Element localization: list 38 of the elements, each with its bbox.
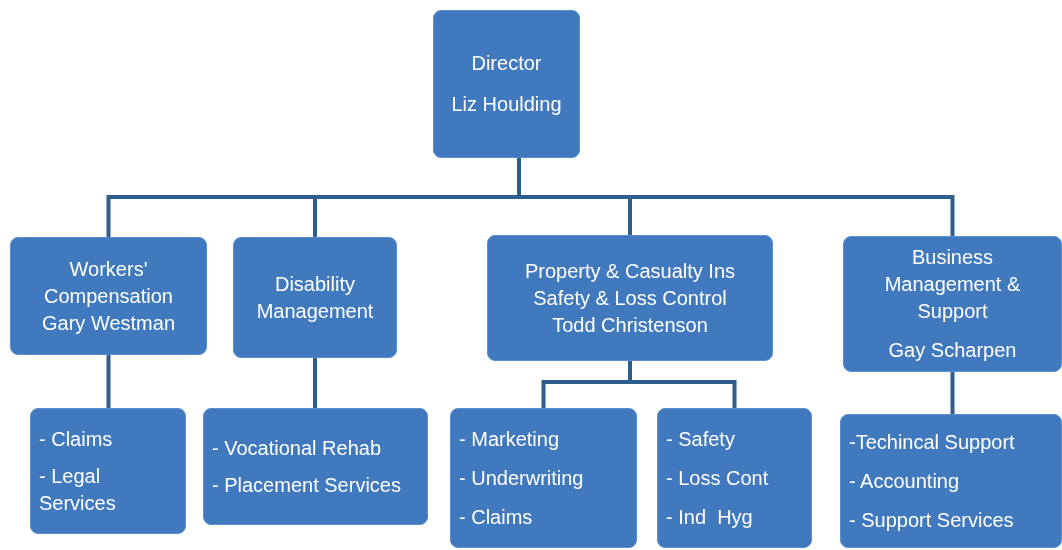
connector-line xyxy=(313,356,317,408)
org-unit-box xyxy=(843,236,1062,372)
list-item: - Ind Hyg xyxy=(666,504,753,530)
list-item: - Marketing xyxy=(459,426,560,452)
list-item: - Claims xyxy=(39,426,113,452)
task-list-box xyxy=(840,414,1062,548)
unit-label: Disability Management xyxy=(255,271,375,324)
unit-label: Todd Christenson xyxy=(552,312,708,338)
connector-line xyxy=(628,361,737,408)
list-item: - Underwriting xyxy=(459,465,584,491)
list-item: - Support Services xyxy=(849,507,1014,533)
org-unit-box xyxy=(10,237,207,355)
connector-line xyxy=(517,158,955,236)
org-unit-box xyxy=(487,235,773,361)
list-item: - Loss Cont xyxy=(666,465,769,491)
org-unit-box xyxy=(433,10,580,158)
unit-label: Gay Scharpen xyxy=(888,338,1017,363)
connector-line xyxy=(950,370,955,414)
unit-label: Workers' Compensation xyxy=(43,256,174,309)
unit-label: Gary Westman xyxy=(42,310,175,336)
list-item: - Vocational Rehab xyxy=(212,435,381,461)
task-list-box xyxy=(450,408,637,548)
list-item: - Accounting xyxy=(849,468,960,494)
list-item: - Claims xyxy=(459,504,533,530)
unit-label: Property & Casualty Ins xyxy=(524,258,736,284)
task-list-box xyxy=(203,408,428,525)
list-item: -Techincal Support xyxy=(849,429,1015,455)
task-list-box xyxy=(30,408,186,534)
task-list-box xyxy=(657,408,812,548)
unit-label: Safety & Loss Control xyxy=(533,285,727,311)
list-item: - Placement Services xyxy=(212,472,401,498)
unit-label: Director xyxy=(471,51,542,76)
connector-line xyxy=(106,353,111,408)
unit-label: Business Management & Support xyxy=(883,245,1022,324)
list-item: - Legal Services xyxy=(39,463,117,516)
list-item: - Safety xyxy=(666,426,735,452)
unit-label: Liz Houlding xyxy=(451,92,562,117)
org-unit-box xyxy=(233,237,397,358)
